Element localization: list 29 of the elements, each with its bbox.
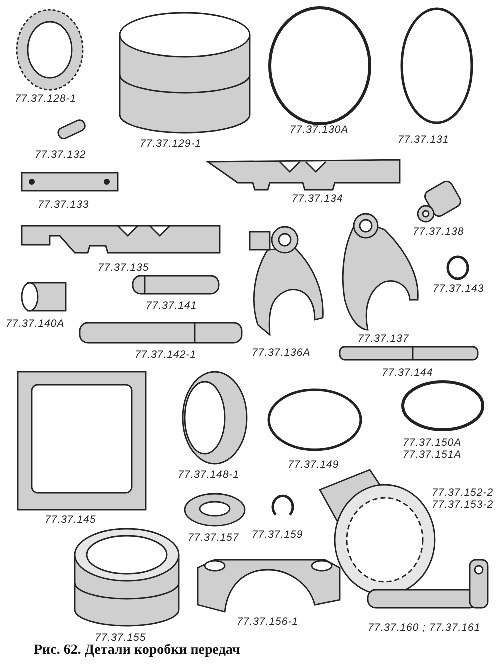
part-number: 77.37.130A [290, 124, 349, 136]
part-number: 77.37.140A [6, 318, 65, 330]
part-number: 77.37.136A [252, 347, 311, 359]
part-number: 77.37.153-2 [432, 499, 494, 511]
part-number: 77.37.151A [403, 449, 462, 461]
part-number: 77.37.150A [403, 437, 462, 449]
part-number: 77.37.138 [413, 226, 464, 238]
part-number: 77.37.157 [188, 532, 240, 544]
part-number: 77.37.156-1 [237, 616, 299, 628]
part-number: 77.37.149 [288, 459, 340, 471]
part-number: 77.37.141 [146, 300, 198, 312]
part-number: 77.37.160 ; 77.37.161 [368, 622, 481, 634]
part-number: 77.37.133 [38, 199, 90, 211]
part-number: 77.37.134 [292, 193, 344, 205]
part-number: 77.37.143 [433, 283, 484, 295]
part-number: 77.37.144 [382, 367, 434, 379]
part-number: 77.37.128-1 [15, 93, 77, 105]
part-number: 77.37.159 [252, 529, 304, 541]
part-number: 77.37.129-1 [140, 138, 202, 150]
part-number: 77.37.131 [398, 134, 450, 146]
part-number: 77.37.137 [358, 333, 410, 345]
part-number: 77.37.142-1 [135, 349, 197, 361]
part-number: 77.37.148-1 [178, 469, 240, 481]
part-number: 77.37.132 [35, 149, 86, 161]
part-number: 77.37.135 [98, 262, 150, 274]
part-number: 77.37.152-2 [432, 487, 494, 499]
part-number: 77.37.145 [45, 514, 96, 526]
figure-caption: Рис. 62. Детали коробки передач [34, 643, 240, 659]
part-number: 77.37.155 [95, 632, 146, 644]
